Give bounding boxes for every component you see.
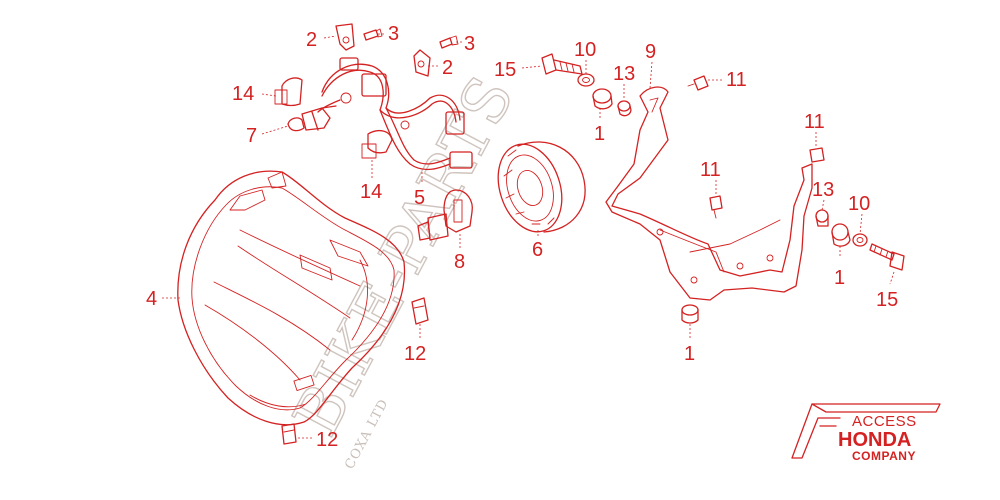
watermark-text: BIKE-PARTS <box>279 65 528 447</box>
callout-9: 9 <box>645 41 656 63</box>
brand-line3: COMPANY <box>852 449 916 463</box>
callout-15-upper: 15 <box>494 59 516 81</box>
brand-line2: HONDA <box>838 429 911 451</box>
screw-11-upper <box>687 75 709 91</box>
callout-5: 5 <box>414 187 425 209</box>
grommet-1-bottom <box>681 304 699 324</box>
bolt-15-right <box>869 243 905 271</box>
callout-1-upper: 1 <box>594 123 605 145</box>
screw-3-upper <box>363 28 383 41</box>
callout-15-right: 15 <box>876 289 898 311</box>
callout-13-right: 13 <box>812 179 834 201</box>
collar-13-right <box>815 209 829 227</box>
clamp-upper <box>274 77 303 107</box>
callout-6: 6 <box>532 239 543 261</box>
screw-11-right <box>809 147 825 163</box>
bolt-15-upper <box>541 53 583 75</box>
callout-10-right: 10 <box>848 193 870 215</box>
callout-8: 8 <box>454 251 465 273</box>
headlight-stay <box>605 86 813 301</box>
headlight-housing <box>177 170 406 426</box>
brand-line1: ACCESS <box>852 413 917 430</box>
callout-12-upper: 12 <box>404 343 426 365</box>
callout-11-right: 11 <box>804 111 825 133</box>
callout-1-right: 1 <box>834 267 845 289</box>
callout-12-lower: 12 <box>316 429 338 451</box>
washer-10-upper <box>577 73 595 87</box>
headlight-bulb <box>417 189 473 241</box>
callout-10-upper: 10 <box>574 39 596 61</box>
callout-2-upper: 2 <box>306 29 317 51</box>
grommet-1-right <box>831 223 851 247</box>
callouts: 2 3 3 2 14 7 14 5 4 8 6 12 12 15 10 9 13… <box>146 23 898 451</box>
leader-lines <box>162 33 895 439</box>
bracket-2-upper <box>335 23 355 51</box>
callout-11-middle: 11 <box>700 159 721 181</box>
callout-11-upper: 11 <box>726 69 747 91</box>
clamp-lower <box>361 129 393 159</box>
callout-14-upper: 14 <box>232 83 254 105</box>
callout-14-lower: 14 <box>360 181 382 203</box>
wiring-harness <box>317 57 473 171</box>
bracket-2-right <box>413 49 431 77</box>
screw-11-middle <box>709 195 723 219</box>
callout-4: 4 <box>146 288 157 310</box>
bulb-socket <box>287 105 337 132</box>
washer-10-right <box>852 233 868 247</box>
callout-13-upper: 13 <box>613 63 635 85</box>
callout-7: 7 <box>246 125 257 147</box>
callout-3-upper: 3 <box>388 23 399 45</box>
clip-nut-12-upper <box>411 297 429 325</box>
clip-nut-12-lower <box>281 423 297 445</box>
grommet-1-upper <box>592 88 613 110</box>
screw-3-right <box>439 35 459 49</box>
access-honda-logo: ACCESS HONDA COMPANY <box>791 403 941 463</box>
callout-3-right: 3 <box>464 33 475 55</box>
collar-13-upper <box>617 100 632 117</box>
dust-cover <box>497 141 586 233</box>
callout-2-right: 2 <box>442 57 453 79</box>
callout-1-bottom: 1 <box>684 343 695 365</box>
